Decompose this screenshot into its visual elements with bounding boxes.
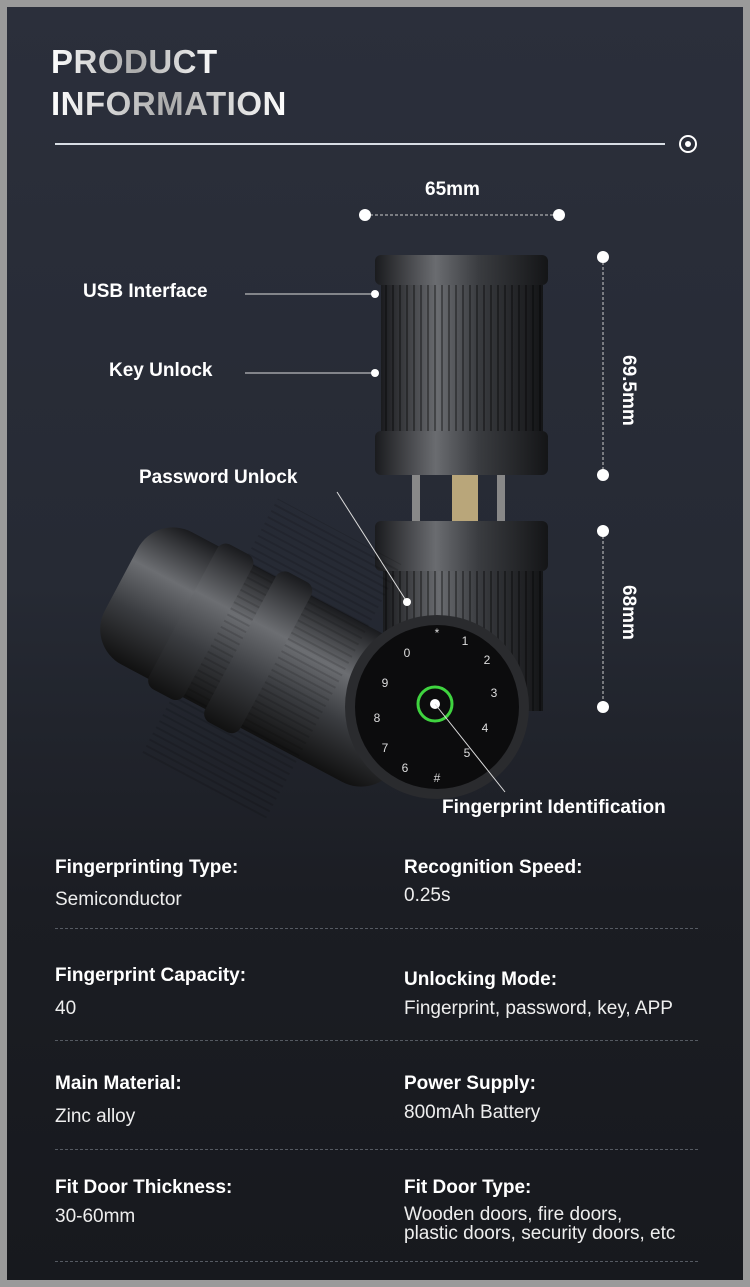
spec-value: 800mAh Battery bbox=[404, 1102, 541, 1123]
key-6: 6 bbox=[402, 761, 409, 775]
header-divider bbox=[55, 143, 665, 145]
divider bbox=[55, 1261, 698, 1262]
divider bbox=[55, 1149, 698, 1150]
spec-label: Fingerprint Capacity: bbox=[55, 965, 247, 986]
key-2: 2 bbox=[484, 653, 491, 667]
callout-password: Password Unlock bbox=[139, 467, 298, 488]
spec-value: Fingerprint, password, key, APP bbox=[404, 998, 673, 1019]
spec-value: 0.25s bbox=[404, 885, 451, 906]
spec-value: Zinc alloy bbox=[55, 1106, 136, 1127]
spec-label: Fingerprinting Type: bbox=[55, 857, 239, 878]
callout-fingerprint: Fingerprint Identification bbox=[442, 797, 666, 818]
lower-height-dimension: 68mm bbox=[618, 585, 639, 640]
dim-dot bbox=[359, 209, 371, 221]
target-icon bbox=[679, 135, 697, 153]
key-hash: # bbox=[434, 771, 441, 785]
spec-value-line-2: plastic doors, security doors, etc bbox=[404, 1223, 676, 1244]
key-3: 3 bbox=[491, 686, 498, 700]
spec-value: 30-60mm bbox=[55, 1206, 136, 1227]
lock-illustration: * 1 2 3 4 5 # 6 7 8 9 0 bbox=[100, 209, 609, 821]
title-line-2: INFORMATION bbox=[51, 85, 287, 122]
product-info-panel: PRODUCT INFORMATION bbox=[7, 7, 743, 1280]
spec-label: Fit Door Thickness: bbox=[55, 1177, 233, 1198]
width-dimension: 65mm bbox=[425, 179, 480, 200]
spec-label: Main Material: bbox=[55, 1073, 182, 1094]
divider bbox=[55, 1040, 698, 1041]
callout-usb: USB Interface bbox=[83, 281, 208, 302]
key-8: 8 bbox=[374, 711, 381, 725]
key-5: 5 bbox=[464, 746, 471, 760]
key-7: 7 bbox=[382, 741, 389, 755]
key-0: 0 bbox=[404, 646, 411, 660]
spec-label: Recognition Speed: bbox=[404, 857, 583, 878]
divider bbox=[55, 928, 698, 929]
key-9: 9 bbox=[382, 676, 389, 690]
spec-label: Fit Door Type: bbox=[404, 1177, 532, 1198]
spec-value: Semiconductor bbox=[55, 889, 182, 910]
title-line-1: PRODUCT bbox=[51, 43, 218, 80]
spec-value: 40 bbox=[55, 998, 77, 1019]
spec-value: Wooden doors, fire doors, bbox=[404, 1204, 623, 1225]
spec-label: Power Supply: bbox=[404, 1073, 536, 1094]
upper-height-dimension: 69.5mm bbox=[618, 355, 639, 426]
callout-key: Key Unlock bbox=[109, 360, 213, 381]
key-4: 4 bbox=[482, 721, 489, 735]
fingerprint-sensor bbox=[416, 685, 454, 723]
key-1: 1 bbox=[462, 634, 469, 648]
spec-label: Unlocking Mode: bbox=[404, 969, 558, 990]
key-star: * bbox=[435, 626, 440, 640]
